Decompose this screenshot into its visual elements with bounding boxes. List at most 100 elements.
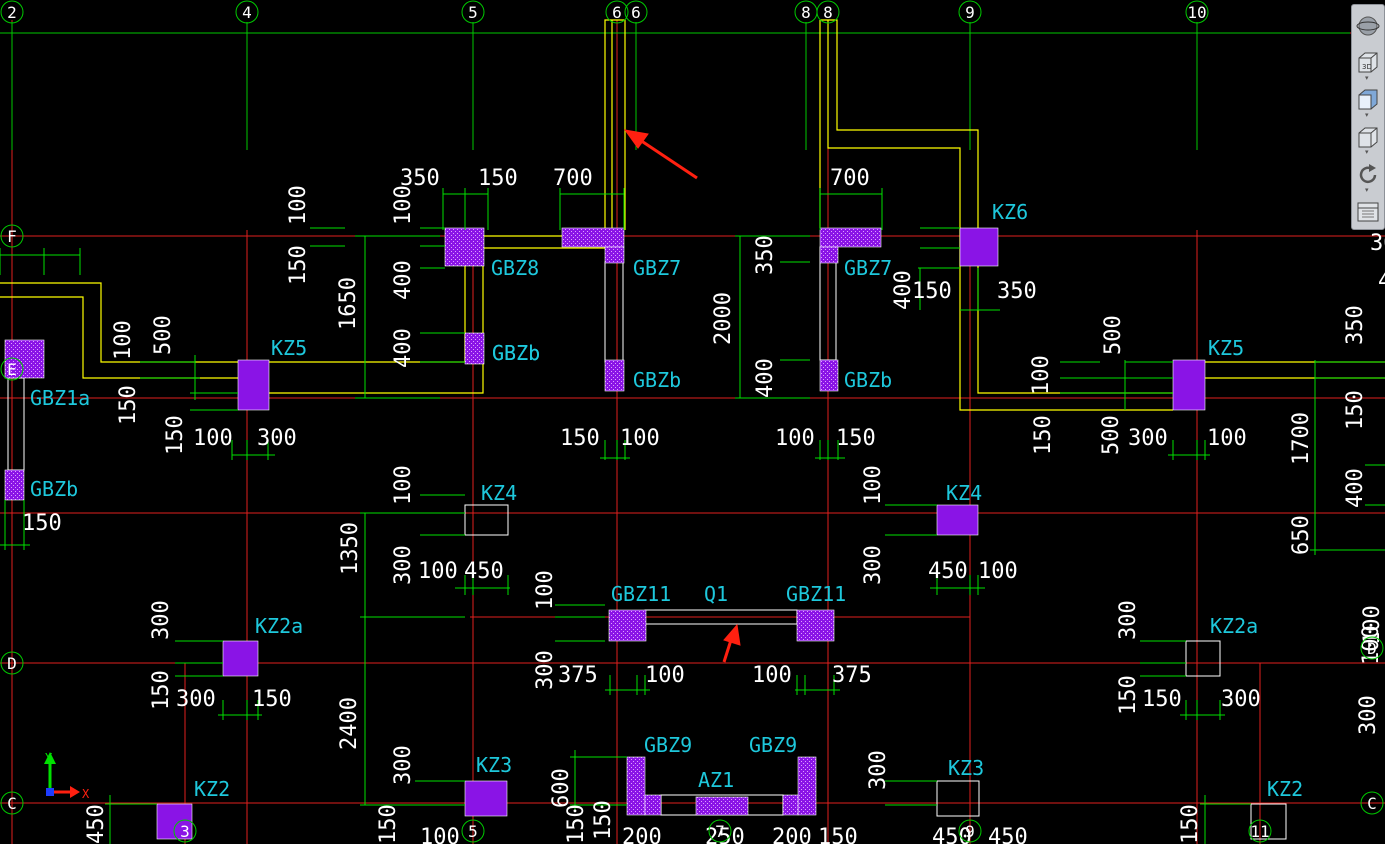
axis-8b-bubble: 8 [816,0,840,24]
dimension-text: 300 [533,650,558,690]
axis-4-bubble: 4 [235,0,259,24]
dimension-text: 100 [978,559,1018,584]
dimension-text: 150 [1116,675,1141,715]
view-iso-button[interactable]: ▾ [1354,121,1382,156]
dimension-text: 100 [418,559,458,584]
dimension-text: 300 [149,600,174,640]
ucs-x-label: X [82,787,90,801]
axis-7-bottom-label: 7 [715,822,725,841]
dimension-text: 450 [988,825,1028,844]
axis-D-right-label: D [1367,639,1377,658]
cube-iso-icon [1358,127,1378,148]
dimension-text: 150 [478,166,518,191]
dimension-text: 400 [891,270,916,310]
dimension-text: 100 [286,185,311,225]
dimension-lines [0,188,1385,844]
view-globe-button[interactable] [1354,9,1382,42]
dimension-text: 400 [1378,269,1385,294]
axis-5-bottom-bubble: 5 [461,819,485,843]
axis-lead-lines [0,22,1350,150]
arrow-lower [722,623,741,663]
component-label: GBZ8 [491,256,539,280]
dimension-text: 700 [830,166,870,191]
dimension-text: 300 [391,745,416,785]
component-label: KZ3 [476,753,512,777]
dimension-text: 150 [22,511,62,536]
axis-2-label: 2 [7,3,17,22]
dimension-text: 400 [391,260,416,300]
dimension-text: 100 [193,426,233,451]
dimension-text: 300 [1221,687,1261,712]
axis-7-bottom-bubble: 7 [708,819,732,843]
dimension-text: 100 [391,185,416,225]
dimension-text: 1350 [338,522,363,575]
axis-3-bottom-bubble: 3 [173,819,197,843]
component-label: GBZ11 [786,582,846,606]
axis-C-left-label: C [7,794,17,813]
dimension-text: 150 [818,825,858,844]
dimension-text: 400 [753,358,778,398]
dimension-text: 450 [464,559,504,584]
view-3d-button[interactable]: 3D ▾ [1354,46,1382,82]
globe-icon [1356,16,1380,36]
dimension-text: 200 [622,825,662,844]
view-panel-button[interactable] [1354,196,1382,229]
dimension-text: 100 [391,465,416,505]
component-label: KZ2 [194,777,230,801]
axis-10-label: 10 [1187,3,1206,22]
view-front-button[interactable]: ▾ [1354,84,1382,119]
dimension-text: 100 [1029,355,1054,395]
dimension-text: 650 [1289,515,1314,555]
component-label: Q1 [704,582,728,606]
axis-C-right-label: C [1367,794,1377,813]
axis-D-left-label: D [7,654,17,673]
axis-9-bottom-bubble: 9 [958,819,982,843]
axis-9-bubble: 9 [958,0,982,24]
dimension-text: 300 [861,545,886,585]
axis-5-label: 5 [468,3,478,22]
svg-text:3D: 3D [1362,63,1372,71]
component-label: KZ4 [481,481,517,505]
dimension-text: 100 [620,426,660,451]
ucs-icon: Y X [44,751,90,801]
dimension-text: 150 [376,804,401,844]
dimension-text: 1700 [1289,412,1314,465]
dimension-text: 300 [866,750,891,790]
dimension-text: 1650 [336,277,361,330]
axis-3-bottom-label: 3 [180,822,190,841]
axis-grid-lines [0,20,1385,844]
component-label: KZ3 [948,756,984,780]
axis-6b-bubble: 6 [624,0,648,24]
dimension-text: 100 [752,663,792,688]
component-label: KZ5 [271,336,307,360]
component-label: GBZ9 [749,733,797,757]
dimension-text: 100 [420,825,460,844]
rotate-button[interactable]: ▾ [1354,158,1382,194]
dimension-text: 375 [558,663,598,688]
dimension-text: 2000 [711,292,736,345]
component-label: GBZ9 [644,733,692,757]
dimension-text: 700 [553,166,593,191]
dimension-text: 150 [912,279,952,304]
component-label: GBZb [633,368,681,392]
dimension-text: 150 [252,687,292,712]
arrow-upper [623,129,698,180]
annotation-arrows [623,129,741,663]
component-label: GBZ7 [633,256,681,280]
axis-8a-label: 8 [801,3,811,22]
axis-D-right-bubble: D [1360,636,1384,660]
view-toolbar: 3D ▾ ▾ ▾ ▾ [1351,4,1385,230]
axis-F-left-bubble: F [0,224,24,248]
component-label: KZ4 [946,481,982,505]
dimension-text: 150 [1343,390,1368,430]
dimension-text: 600 [549,768,574,808]
axis-10-bubble: 10 [1185,0,1209,24]
dimension-text: 300 [1356,695,1381,735]
component-label: GBZb [492,341,540,365]
dimension-text: 350 [400,166,440,191]
cube-3d-icon: 3D [1358,52,1378,73]
